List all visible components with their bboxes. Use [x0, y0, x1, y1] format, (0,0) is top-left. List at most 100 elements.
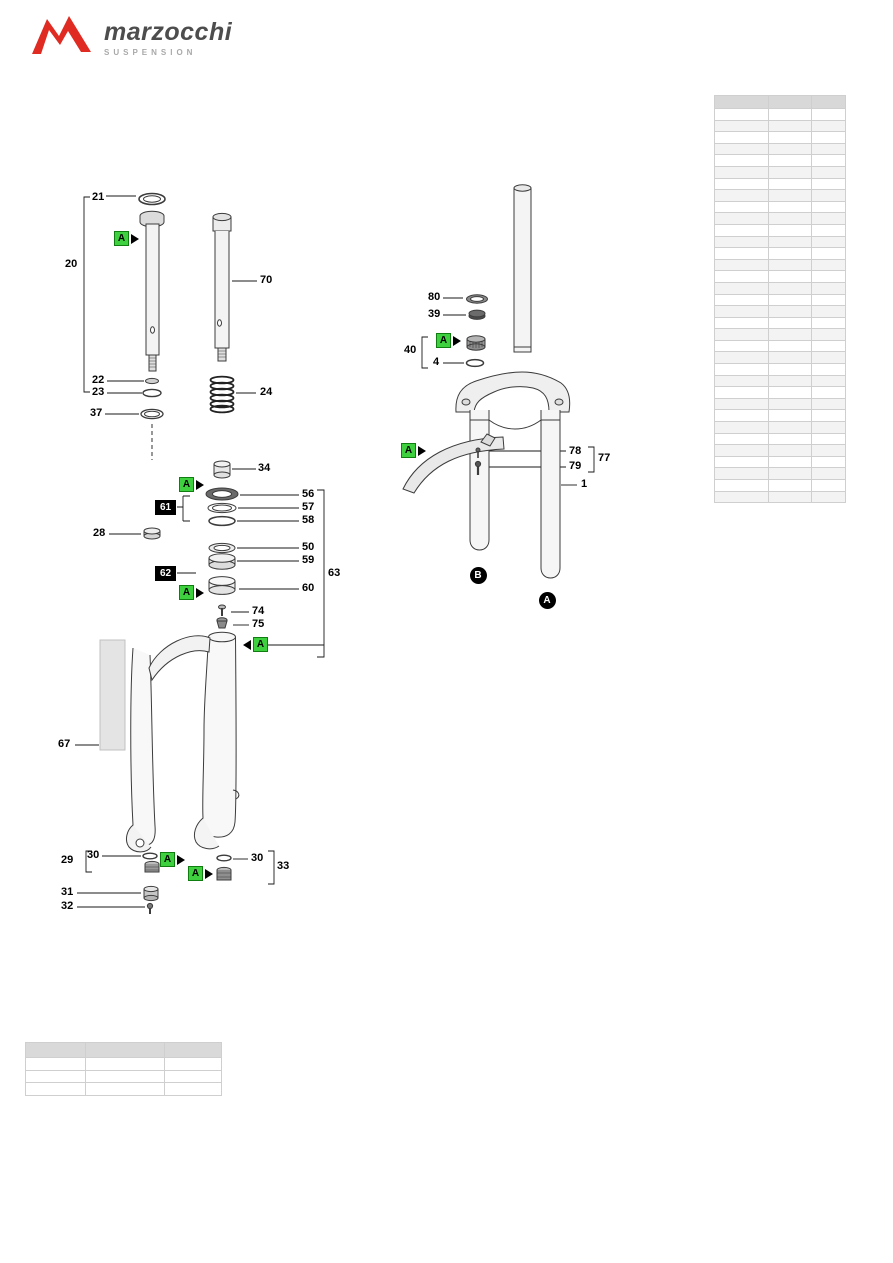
- table-cell: [811, 455, 846, 469]
- assembled-fork: [455, 184, 571, 579]
- marker-a-foot-right: A: [188, 866, 213, 881]
- table-row: [714, 444, 846, 457]
- part-32-screw: [146, 902, 154, 914]
- part-22-washer: [145, 377, 159, 385]
- table-cell: [714, 177, 769, 191]
- table-cell: [811, 247, 846, 260]
- callout-62-box: 62: [155, 566, 176, 581]
- table-cell: [714, 131, 769, 144]
- marker-a-cartridge: A: [114, 231, 139, 246]
- brand-text: marzocchi SUSPENSION: [104, 14, 233, 58]
- arrow-right-icon: [196, 479, 204, 490]
- arrow-right-icon: [453, 335, 461, 346]
- table-cell: [714, 119, 769, 133]
- table-cell: [811, 351, 846, 365]
- table-row: [714, 247, 846, 260]
- table-row: [714, 328, 846, 341]
- table-cell: [164, 1069, 222, 1083]
- marker-a-badge: A: [253, 637, 268, 652]
- table-row: [25, 1057, 222, 1071]
- part-30-ring-right: [216, 854, 232, 862]
- table-cell: [714, 235, 769, 249]
- table-row: [714, 374, 846, 388]
- table-cell: [811, 386, 846, 399]
- table-cell: [714, 339, 769, 353]
- table-cell: [767, 258, 813, 272]
- table-cell: [811, 131, 846, 144]
- marker-a-badge: A: [160, 852, 175, 867]
- table-cell: [811, 490, 846, 504]
- table-row: [714, 293, 846, 307]
- table-cell: [767, 131, 813, 144]
- table-cell: [767, 339, 813, 353]
- table-cell: [714, 154, 769, 167]
- table-cell: [84, 1082, 166, 1096]
- table-cell: [714, 479, 769, 492]
- table-header-row: [714, 95, 846, 109]
- table-header-cell: [714, 95, 769, 109]
- table-row: [714, 479, 846, 492]
- marker-a-seal: A: [179, 477, 204, 492]
- part-37-ring: [140, 408, 164, 420]
- table-row: [25, 1069, 222, 1083]
- table-cell: [767, 177, 813, 191]
- callout-67: 67: [58, 738, 71, 750]
- table-row: [714, 490, 846, 504]
- table-header-cell: [84, 1042, 166, 1058]
- callout-80: 80: [428, 291, 441, 303]
- callout-74: 74: [252, 605, 265, 617]
- table-row: [714, 177, 846, 191]
- table-cell: [714, 200, 769, 214]
- table-cell: [714, 247, 769, 260]
- callout-23: 23: [92, 386, 105, 398]
- table-cell: [811, 270, 846, 283]
- callout-32: 32: [61, 900, 74, 912]
- table-header-cell: [25, 1042, 86, 1058]
- marker-a-spacer: A: [179, 585, 204, 600]
- callout-lines-left: [75, 195, 325, 908]
- table-cell: [811, 316, 846, 330]
- table-cell: [714, 421, 769, 434]
- table-cell: [811, 177, 846, 191]
- table-cell: [714, 316, 769, 330]
- pin-b: B: [469, 551, 487, 584]
- table-cell: [714, 374, 769, 388]
- table-cell: [811, 421, 846, 434]
- callout-79: 79: [569, 460, 582, 472]
- callout-78: 78: [569, 445, 582, 457]
- marker-a-slider: A: [243, 637, 268, 652]
- table-cell: [767, 189, 813, 202]
- callout-39: 39: [428, 308, 441, 320]
- table-cell: [767, 270, 813, 283]
- part-4-oring: [465, 358, 485, 368]
- part-79-screw: [474, 460, 482, 475]
- brand-name: marzocchi: [104, 18, 233, 46]
- table-cell: [714, 432, 769, 446]
- table-cell: [767, 165, 813, 179]
- table-row: [714, 131, 846, 144]
- marker-a-badge: A: [188, 866, 203, 881]
- table-header-row: [25, 1042, 222, 1058]
- brand-subtitle: SUSPENSION: [104, 48, 197, 57]
- callout-70: 70: [260, 274, 273, 286]
- table-cell: [714, 305, 769, 318]
- table-cell: [811, 444, 846, 457]
- arrow-right-icon: [196, 587, 204, 598]
- callout-61-box: 61: [155, 500, 176, 515]
- part-foot-nut-right: [216, 866, 232, 881]
- table-cell: [811, 165, 846, 179]
- callout-29: 29: [61, 854, 74, 866]
- part-lowers-legs: [125, 631, 240, 853]
- part-30-ring-left: [142, 852, 158, 860]
- table-cell: [811, 212, 846, 225]
- table-cell: [811, 119, 846, 133]
- table-cell: [811, 432, 846, 446]
- table-cell: [714, 444, 769, 457]
- table-cell: [811, 479, 846, 492]
- table-cell: [767, 142, 813, 156]
- marker-a-badge: A: [179, 477, 194, 492]
- callout-60: 60: [302, 582, 315, 594]
- table-row: [714, 223, 846, 237]
- pin-a: A: [538, 576, 556, 609]
